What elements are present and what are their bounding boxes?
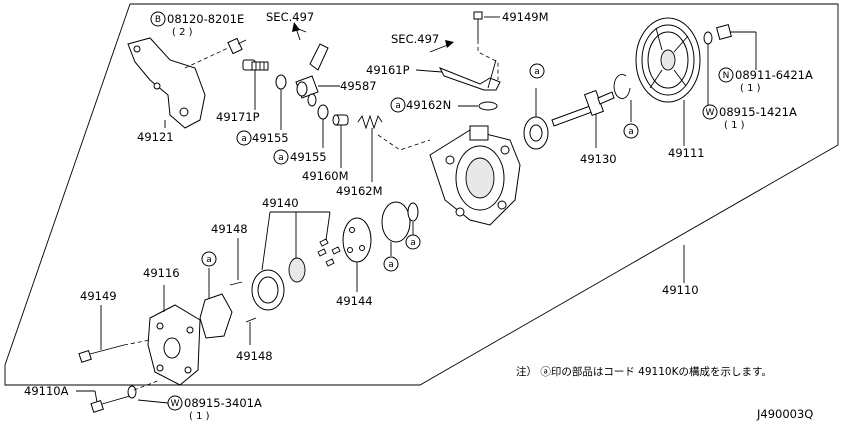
svg-text:08915-1421A: 08915-1421A [719,105,797,119]
svg-text:a: a [388,260,394,270]
diagram-reference-code: J490003Q [756,407,813,421]
svg-text:( 1 ): ( 1 ) [724,120,745,131]
pin-49148-lower [245,317,257,323]
bolt-08120-8201e [227,37,247,55]
label-49587: 49587 [340,79,377,93]
washer-08915-1421a [703,31,713,45]
footnote: 注） ⓐ印の部品はコード 49110Kの構成を示します。 [516,365,772,378]
washer-49155-upper [275,74,287,90]
svg-text:49110: 49110 [662,283,699,297]
o-ring-49162n [478,101,498,111]
label-49140: 49140 [262,196,299,210]
bolt-49110a [76,390,131,413]
svg-text:W: W [706,108,715,118]
svg-text:B: B [155,15,161,25]
label-49160m: 49160M [302,169,349,183]
bolt-49149m [473,11,500,80]
svg-text:a: a [278,153,284,163]
rear-cover-49116 [147,285,201,386]
svg-text:a: a [410,238,416,248]
pin-49148-upper [229,281,243,286]
marker-a-1: a [529,63,545,79]
pulley-49111 [635,17,701,146]
o-ring-large [381,201,411,243]
svg-text:( 1 ): ( 1 ) [189,411,210,422]
label-49110a: 49110A [24,384,69,398]
svg-text:49155: 49155 [290,150,327,164]
label-49110: 49110 [662,245,699,297]
union-fitting-49587 [295,43,340,107]
hose-49161p [415,59,501,91]
svg-text:08915-3401A: 08915-3401A [184,396,262,410]
nut-08911-6421a [707,24,757,110]
bolt-49149 [78,305,151,363]
bracket-49121 [127,37,229,129]
oil-seal [523,116,549,150]
svg-text:a: a [534,67,540,77]
label-08120-8201e: B 08120-8201E ( 2 ) [150,11,244,38]
label-49171p: 49171P [216,110,260,124]
spring-49162m [357,114,383,182]
label-sec497-1: SEC.497 [266,10,314,24]
svg-text:08120-8201E: 08120-8201E [167,12,244,26]
label-49149m: 49149M [502,10,549,24]
o-ring-small [407,202,419,222]
label-49144: 49144 [336,294,373,308]
label-49155-lower: a 49155 [273,149,327,165]
svg-text:a: a [628,127,634,137]
label-49148-upper: 49148 [211,222,248,236]
label-49121: 49121 [137,130,174,144]
washer-49155-lower [317,104,329,120]
svg-text:( 2 ): ( 2 ) [172,27,193,38]
valve-49160m [332,114,349,168]
svg-text:a: a [206,255,212,265]
svg-text:08911-6421A: 08911-6421A [735,68,813,82]
pump-body [429,125,521,226]
label-49111: 49111 [668,146,705,160]
marker-a-3: a [201,251,217,267]
label-49161p: 49161P [366,63,410,77]
cam-ring-group-49140 [251,211,341,311]
svg-text:N: N [723,71,730,81]
label-49148-lower: 49148 [236,349,273,363]
label-08915-1421a: W 08915-1421A ( 1 ) [702,104,797,131]
gasket [199,293,233,339]
marker-a-2: a [623,123,639,139]
marker-a-5: a [405,234,421,250]
label-49162n: a 49162N [390,97,478,113]
label-49116: 49116 [143,266,180,280]
label-49130: 49130 [580,152,617,166]
marker-a-4: a [383,256,399,272]
shaft-49130 [551,89,615,148]
fitting-49171p [242,59,269,110]
label-49162m: 49162M [336,184,383,198]
svg-text:W: W [171,399,180,409]
label-08915-3401a: W 08915-3401A ( 1 ) [137,395,262,422]
svg-text:( 1 ): ( 1 ) [740,83,761,94]
snap-ring [613,74,631,99]
label-49149: 49149 [80,289,117,303]
washer-08915-3401a [127,385,137,399]
pressure-plate-49144 [342,217,372,292]
label-sec497-2: SEC.497 [391,32,439,46]
svg-text:49155: 49155 [252,131,289,145]
svg-text:49162N: 49162N [406,98,451,112]
svg-text:a: a [395,101,401,111]
label-08911-6421a: N 08911-6421A ( 1 ) [718,67,813,94]
svg-text:a: a [241,134,247,144]
label-49155-upper: a 49155 [236,130,289,146]
assembly-frame [4,3,839,386]
